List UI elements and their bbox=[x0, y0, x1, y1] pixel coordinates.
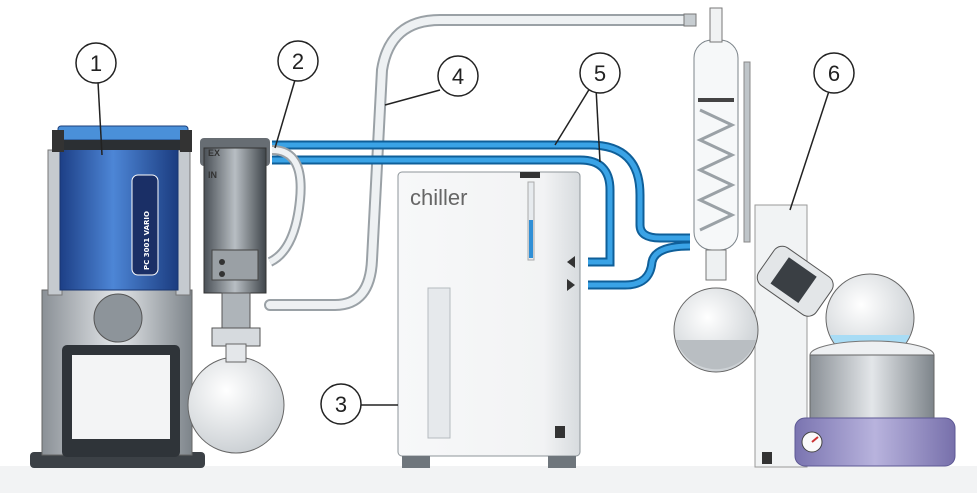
callout-1: 1 bbox=[75, 42, 117, 84]
chiller: chiller bbox=[397, 171, 581, 468]
heating-bath bbox=[794, 417, 956, 467]
svg-text:3: 3 bbox=[335, 392, 347, 417]
receiver-flask bbox=[187, 356, 285, 454]
callout-leaders bbox=[97, 79, 831, 406]
vacuum-pump: PC 3001 VARIO bbox=[30, 125, 205, 468]
svg-text:6: 6 bbox=[828, 61, 840, 86]
svg-text:4: 4 bbox=[452, 64, 464, 89]
callout-3: 3 bbox=[320, 383, 362, 425]
port-ex-label: EX bbox=[208, 148, 220, 158]
floor bbox=[0, 466, 977, 493]
coolant-tubes bbox=[267, 140, 691, 290]
chiller-label: chiller bbox=[410, 185, 467, 210]
callout-6: 6 bbox=[813, 52, 855, 94]
callout-5: 5 bbox=[579, 52, 621, 94]
port-in-label: IN bbox=[208, 170, 217, 180]
callout-4: 4 bbox=[437, 55, 479, 97]
pump-label: PC 3001 VARIO bbox=[143, 211, 151, 270]
svg-text:5: 5 bbox=[594, 61, 606, 86]
svg-text:2: 2 bbox=[292, 49, 304, 74]
callout-2: 2 bbox=[277, 40, 319, 82]
vacuum-hose bbox=[264, 13, 697, 311]
emission-condenser: EX IN bbox=[187, 138, 285, 454]
rotary-evaporator bbox=[673, 7, 956, 468]
svg-text:1: 1 bbox=[90, 51, 102, 76]
glass-condenser bbox=[693, 39, 739, 251]
